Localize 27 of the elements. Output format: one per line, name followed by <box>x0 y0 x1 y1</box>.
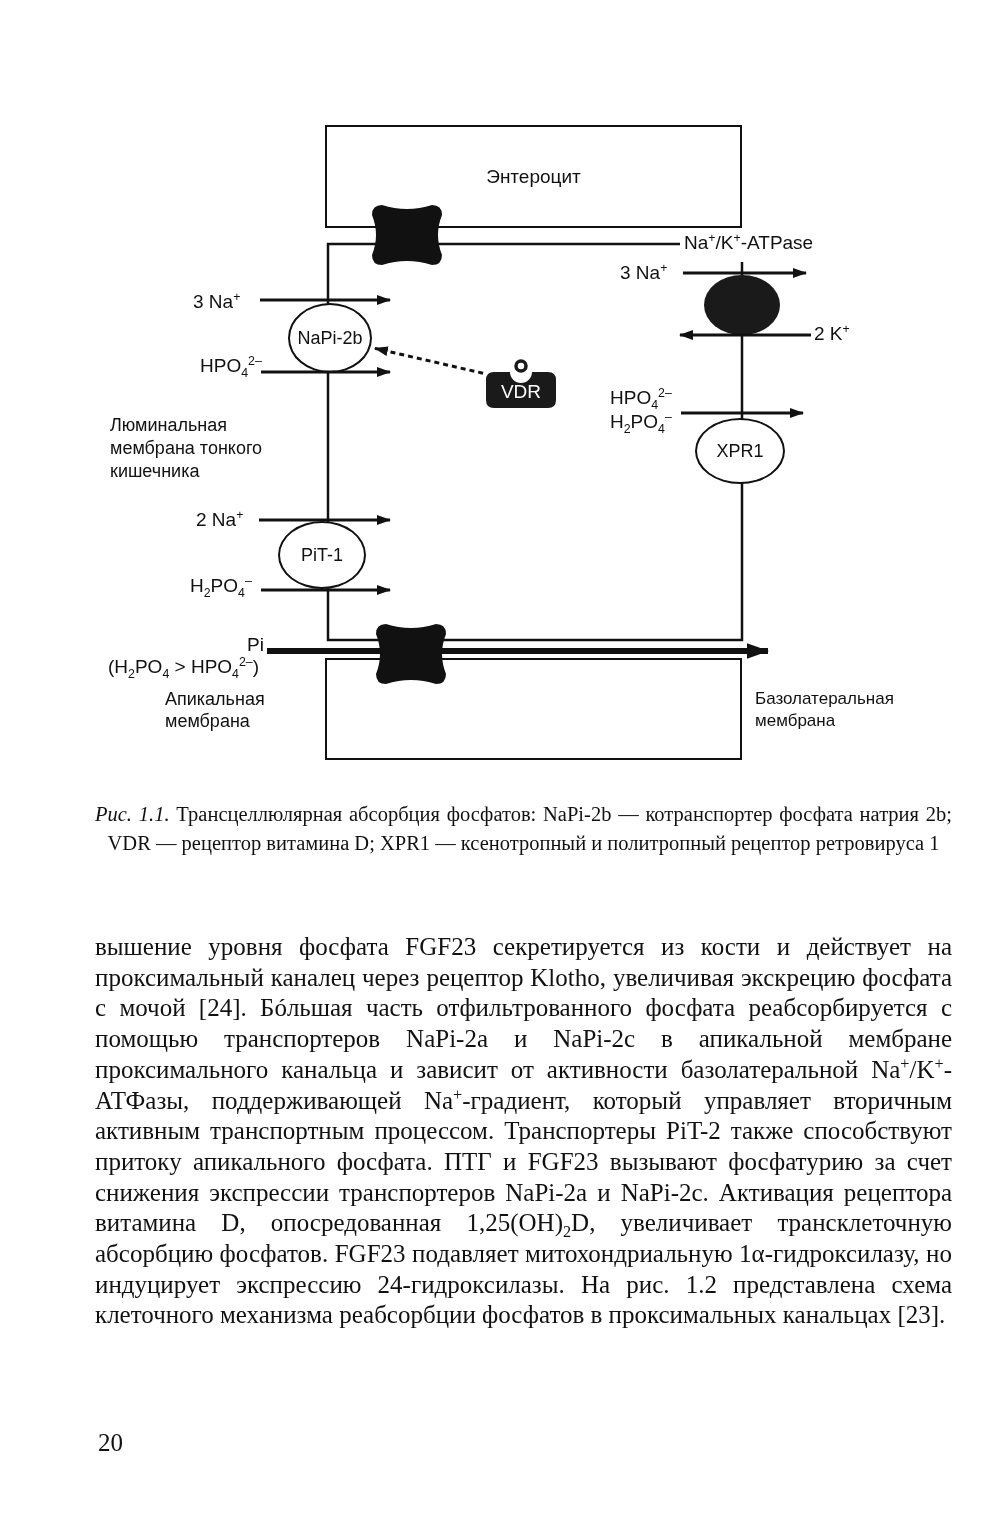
ion-label: (H$_{2}$PO$_{4}$ > HPO$_{4}$$^{2–}$) <box>108 656 261 678</box>
arrow <box>260 295 391 305</box>
body-paragraph: вышение уровня фосфата FGF23 секретируется из кости и действует на проксимальный каналец через рецептор Klotho, увеличивая экскрецию фосфата с мочой [24]. Бóльшая часть отфильтрованного фосфата реабсорбируется с помощью транспортеров NaPi-2a и NaPi-2c в апикальной мембране проксимального канальца и зависит от активности базолатеральной Na$^{+}$/K$^{+}$-АТФазы, поддерживающей Na$^{+}$-градиент, который управляет вторичным активным транспортным процессом. Транспортеры PiT-2 также способствуют притоку апикального фосфата. ПТГ и FGF23 вызывают фосфатурию за счет снижения экспрессии транспортеров NaPi-2a и NaPi-2c. Активация рецептора витамина D, опосредованная 1,25(OH)$_{2}$D, увеличивает трансклеточную абсорбцию фосфатов. FGF23 подавляет митохондриальную 1α-гидроксилазу, но индуцирует экспрессию 24-гидроксилазы. На рис. 1.2 представлена схема клеточного механизма реабсорбции фосфатов в проксимальных канальцах [23]. <box>95 932 952 1331</box>
figure-caption: Рис. 1.1. Трансцеллюлярная абсорбция фосфатов: NaPi-2b — котранспортер фосфата натрия 2b; VDR — рецептор витамина D; XPR1 — ксенотропный и политропный рецептор ретровируса 1 <box>95 802 952 857</box>
transporter-ellipse: PiT-1 <box>278 521 366 589</box>
transporter-ellipse: XPR1 <box>695 418 785 484</box>
cell-box: Энтероцит <box>325 125 742 228</box>
membrane-label: Базолатеральная мембрана <box>755 688 895 732</box>
arrow <box>261 367 391 377</box>
membrane-label: Апикальная мембрана <box>165 688 266 733</box>
arrow <box>261 585 391 595</box>
ion-label: 3 Na$^{+}$ <box>193 290 257 314</box>
arrow <box>259 515 391 525</box>
ion-label: Pi <box>247 634 264 656</box>
dashed-arrow <box>373 346 484 375</box>
cell-box <box>325 658 742 760</box>
page-number: 20 <box>98 1428 124 1458</box>
ion-label: 2 K$^{+}$ <box>814 322 858 346</box>
transporter-ellipse: NaPi-2b <box>288 303 372 373</box>
pump-label: Na$^{+}$/K$^{+}$-ATPase <box>684 232 815 255</box>
arrow <box>681 408 804 418</box>
membrane-label: Люминальная мембрана тонкого кишечника <box>110 414 264 483</box>
ion-label: 3 Na$^{+}$ <box>620 261 680 285</box>
arrow <box>683 268 807 278</box>
arrow <box>679 330 811 340</box>
ion-label: 2 Na$^{+}$ <box>196 508 256 532</box>
arrow <box>267 643 769 659</box>
